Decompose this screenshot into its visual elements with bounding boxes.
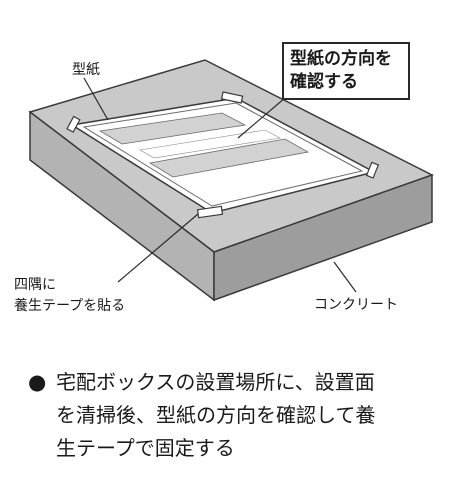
caption-line-3: 生テープで固定する	[56, 436, 235, 460]
template-band-2	[148, 138, 310, 178]
corners-label-line-2: 養生テープを貼る	[14, 298, 126, 314]
corner-tape-bottom	[196, 205, 224, 219]
corner-tape-right	[365, 161, 380, 179]
caption-bullet: ●	[28, 370, 47, 394]
caption-line-2: を清掃後、型紙の方向を確認して養	[56, 403, 376, 427]
callout-line-1: 型紙の方向を	[290, 49, 392, 69]
corner-tape-top-left	[66, 115, 81, 133]
leader-concrete	[333, 261, 357, 293]
template-band-3	[139, 129, 281, 159]
template-band-1	[98, 112, 247, 145]
caption-line-1: 宅配ボックスの設置場所に、設置面	[56, 370, 375, 394]
template-paper-inner	[82, 102, 364, 207]
concrete-label: コンクリート	[314, 297, 398, 313]
installation-diagram	[28, 59, 434, 302]
template-label: 型紙	[72, 62, 100, 78]
leader-template	[83, 77, 109, 121]
direction-callout: 型紙の方向を 確認する	[282, 42, 410, 100]
concrete-slab-side	[213, 173, 433, 302]
corners-label-line-1: 四隅に	[14, 277, 56, 293]
leader-corners	[117, 213, 199, 283]
callout-line-2: 確認する	[290, 72, 358, 92]
corner-tape-top-right	[220, 91, 244, 104]
